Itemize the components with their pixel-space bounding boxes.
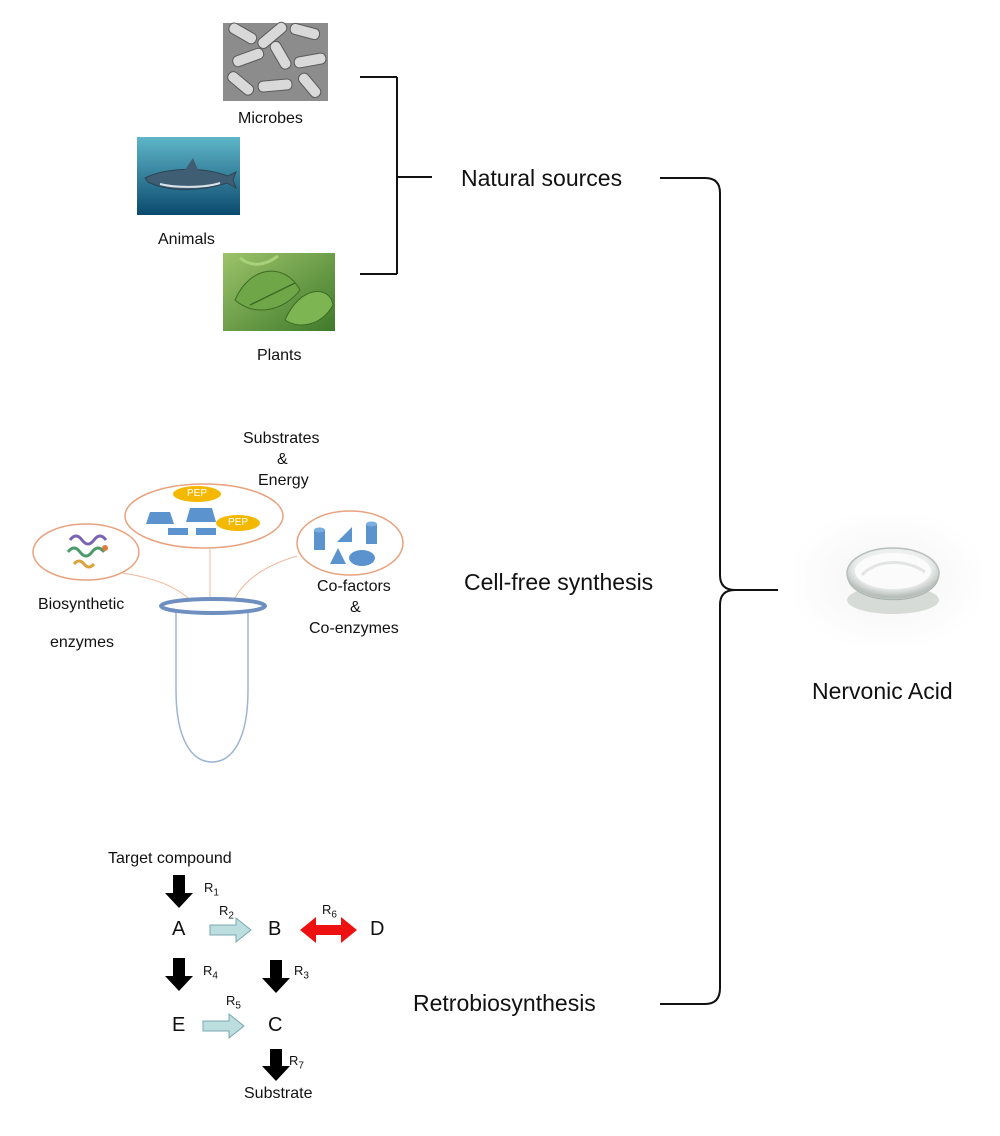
- animals-label: Animals: [158, 231, 215, 248]
- cell-free-title: Cell-free synthesis: [464, 569, 654, 595]
- plants-label: Plants: [257, 347, 302, 364]
- r3-label: R3: [294, 963, 309, 982]
- node-e: E: [172, 1014, 186, 1036]
- enzymes-bubble: [32, 523, 140, 581]
- substrates-line2: &: [277, 451, 288, 468]
- r5-arrow: [202, 1012, 245, 1040]
- plant-leaves-photo: [223, 253, 335, 331]
- shark-photo: [137, 137, 240, 215]
- substrate-label: Substrate: [244, 1085, 313, 1102]
- cofactors-line2: &: [350, 599, 361, 616]
- test-tube: [159, 597, 267, 763]
- r1-label: R1: [204, 880, 219, 899]
- powder-bowl-photo: [795, 515, 980, 645]
- substrates-line3: Energy: [258, 472, 309, 489]
- r1-arrow: [165, 875, 193, 908]
- r7-label: R7: [289, 1053, 304, 1072]
- cofactors-line3: Co-enzymes: [309, 620, 399, 637]
- nervonic-acid-label: Nervonic Acid: [812, 678, 953, 704]
- r6-double-arrow: [300, 917, 357, 943]
- r4-arrow: [165, 958, 193, 991]
- substrates-line1: Substrates: [243, 430, 320, 447]
- enzymes-line1: Biosynthetic: [38, 596, 125, 613]
- natural-sources-title: Natural sources: [461, 165, 623, 191]
- microbes-photo: [223, 21, 328, 101]
- r3-arrow: [262, 960, 290, 993]
- cofactors-bubble: [296, 510, 404, 576]
- bubble-connectors: [121, 548, 298, 601]
- microbes-label: Microbes: [238, 110, 303, 127]
- cofactors-line1: Co-factors: [317, 578, 391, 595]
- pep-label-2: PEP: [228, 517, 249, 528]
- enzymes-line2: enzymes: [50, 634, 115, 651]
- natural-sources-bracket: [360, 76, 432, 275]
- r2-arrow: [209, 916, 252, 944]
- node-d: D: [370, 918, 385, 940]
- node-c: C: [268, 1014, 283, 1036]
- main-curly-bracket: [660, 177, 778, 1005]
- target-compound-label: Target compound: [108, 850, 232, 867]
- retrobiosynthesis-title: Retrobiosynthesis: [413, 990, 596, 1016]
- r2-label: R2: [219, 903, 234, 922]
- r5-label: R5: [226, 993, 241, 1012]
- node-b: B: [268, 918, 282, 940]
- r4-label: R4: [203, 963, 218, 982]
- substrates-bubble: [124, 483, 284, 549]
- pep-label-1: PEP: [187, 488, 208, 499]
- node-a: A: [172, 918, 186, 940]
- r7-arrow: [262, 1049, 290, 1081]
- r6-label: R6: [322, 902, 337, 921]
